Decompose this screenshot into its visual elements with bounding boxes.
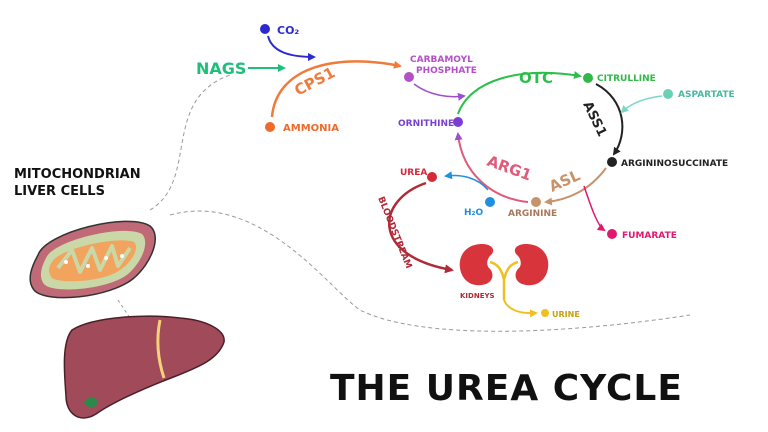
asl-arrow: [544, 167, 607, 206]
co2-dot: [260, 24, 270, 34]
asl-label: ASL: [546, 166, 583, 196]
nags-label: NAGS: [196, 59, 246, 78]
carbamoyl-label-line1: CARBAMOYL: [410, 55, 473, 65]
fumarate-arrow: [583, 185, 606, 232]
ass1-arrow: [595, 83, 624, 156]
arg1-label: ARG1: [485, 152, 534, 185]
h2o-dot: [485, 197, 495, 207]
carbamoyl-label-line2: PHOSPHATE: [416, 66, 477, 76]
otc-label: OTC: [519, 69, 553, 87]
argininosuccinate-dot: [607, 157, 617, 167]
arginine-label: ARGININE: [508, 209, 557, 219]
co2-arrow: [267, 35, 316, 61]
aspartate-dot: [663, 89, 673, 99]
ass1-label: ASS1: [579, 99, 609, 139]
mitochondrion-illustration: [29, 220, 156, 299]
fumarate-dot: [607, 229, 617, 239]
dashed-connector-top: [149, 74, 231, 211]
ornithine-label: ORNITHINE: [398, 119, 454, 129]
citrulline-label: CITRULLINE: [597, 74, 656, 84]
otc-arrow: [457, 71, 582, 115]
carbamoyl-to-cycle-arrow: [413, 83, 466, 101]
carbamoyl-phosphate-dot: [404, 72, 414, 82]
h2o-label: H₂O: [464, 208, 483, 218]
liver-illustration: [63, 315, 225, 419]
urine-dot: [541, 309, 549, 317]
dashed-connector-bottom: [169, 210, 691, 332]
citrulline-dot: [583, 73, 593, 83]
urea-label: UREA: [400, 168, 427, 178]
cps1-arrow: [270, 60, 402, 118]
page-title: THE UREA CYCLE: [330, 368, 683, 409]
ammonia-dot: [265, 122, 275, 132]
location-label-line1: MITOCHONDRIAN: [14, 167, 141, 182]
arg1-arrow: [454, 132, 529, 203]
right-kidney-icon: [514, 244, 549, 286]
urea-dot: [427, 172, 437, 182]
argininosuccinate-label: ARGININOSUCCINATE: [621, 159, 728, 169]
kidneys-label: KIDNEYS: [460, 292, 495, 300]
dashed-connector-organ: [117, 299, 131, 319]
arginine-dot: [531, 197, 541, 207]
ornithine-dot: [453, 117, 463, 127]
urea-release-arrow: [444, 171, 489, 191]
location-label-line2: LIVER CELLS: [14, 184, 105, 199]
left-kidney-icon: [459, 244, 494, 286]
ammonia-label: AMMONIA: [283, 123, 339, 134]
cps1-label: CPS1: [291, 63, 338, 99]
kidneys-illustration: [459, 244, 549, 300]
co2-label: CO₂: [277, 24, 299, 37]
aspartate-arrow: [620, 95, 663, 114]
bloodstream-arrow: [388, 181, 454, 274]
fumarate-label: FUMARATE: [622, 231, 677, 241]
urine-arrow: [503, 299, 538, 318]
urine-label: URINE: [552, 310, 580, 319]
aspartate-label: ASPARTATE: [678, 90, 735, 100]
